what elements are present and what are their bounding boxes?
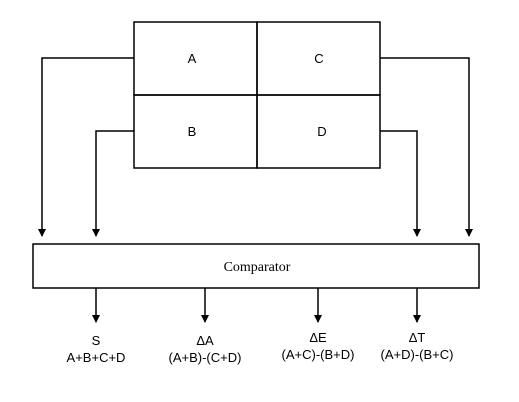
output-s-symbol: S — [92, 333, 101, 348]
output-delta-a-symbol: ΔA — [196, 333, 214, 348]
signal-connectors — [38, 57, 473, 237]
comparator-block: Comparator — [32, 243, 480, 289]
connector-b — [92, 130, 134, 237]
output-connectors — [92, 288, 421, 323]
quadrant-c-label: C — [314, 51, 323, 66]
output-delta-e-formula: (A+C)-(B+D) — [282, 347, 355, 362]
connector-c — [380, 57, 473, 237]
comparator-box — [32, 243, 480, 289]
output-delta-t-formula: (A+D)-(B+C) — [381, 347, 454, 362]
comparator-label: Comparator — [224, 260, 291, 275]
output-labels: S A+B+C+D ΔA (A+B)-(C+D) ΔE (A+C)-(B+D) … — [67, 330, 454, 365]
output-s-formula: A+B+C+D — [67, 350, 126, 365]
output-delta-a-formula: (A+B)-(C+D) — [169, 350, 242, 365]
output-delta-t-symbol: ΔT — [409, 330, 426, 345]
quadrant-detector: A C B D — [133, 21, 381, 169]
quadrant-d-label: D — [317, 124, 326, 139]
output-delta-e-symbol: ΔE — [309, 330, 327, 345]
quadrant-b-label: B — [188, 124, 197, 139]
quadrant-a-label: A — [188, 51, 197, 66]
connector-d — [380, 130, 421, 237]
connector-a — [38, 57, 134, 237]
